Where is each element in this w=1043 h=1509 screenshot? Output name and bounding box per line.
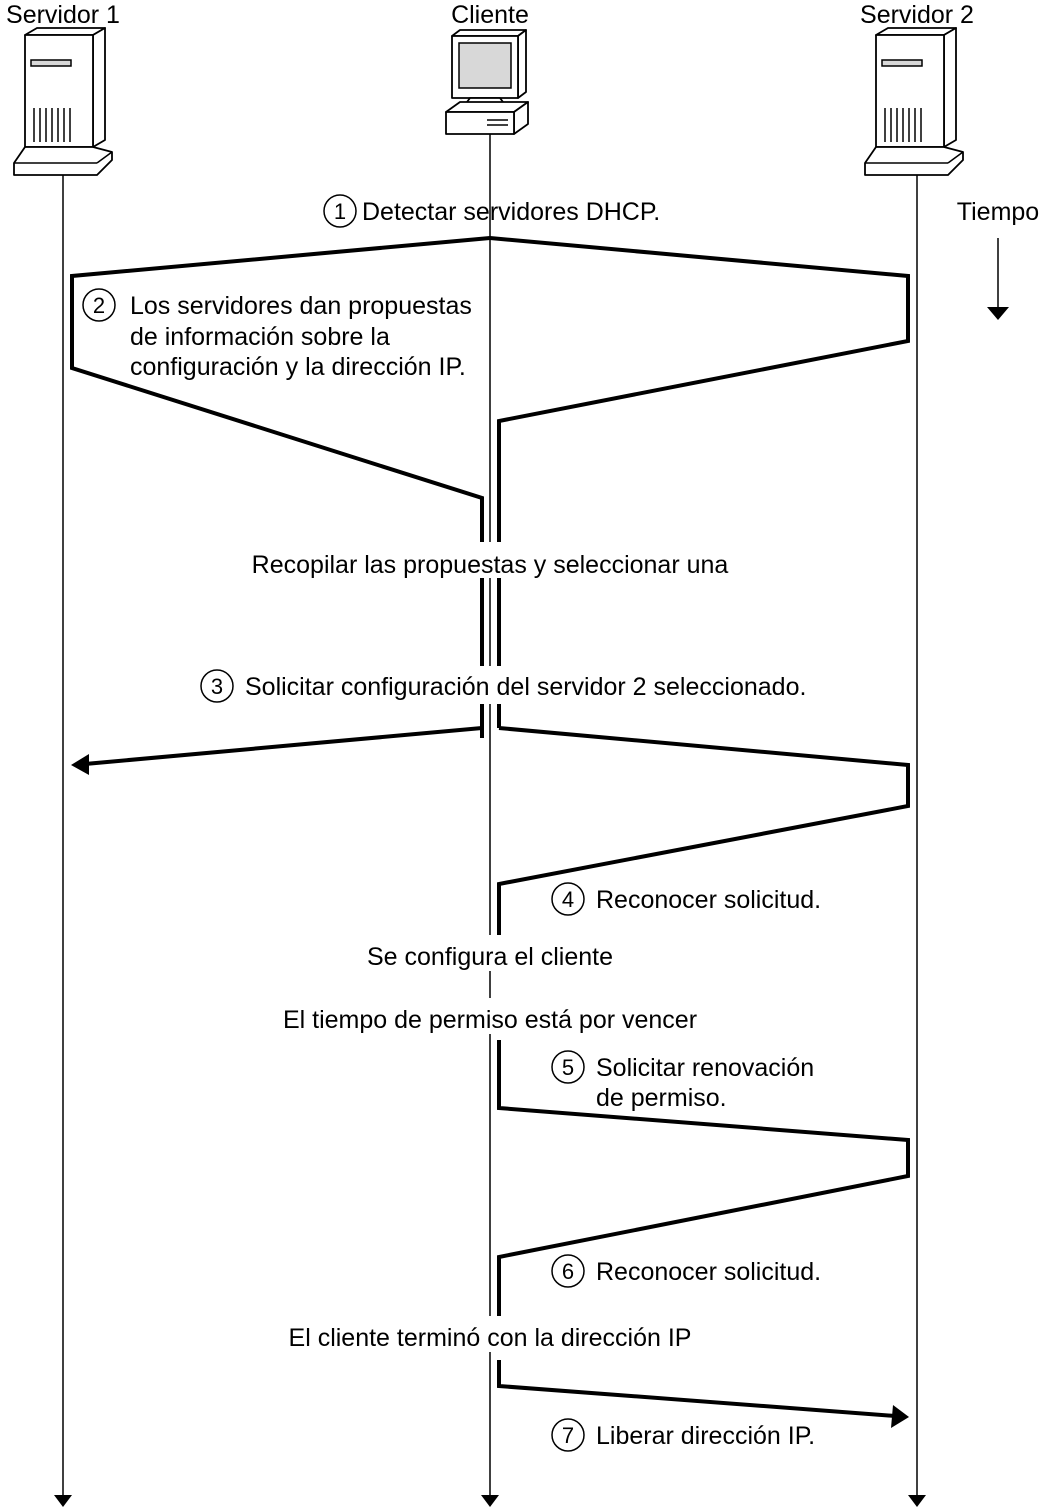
arrow-down-icon — [481, 1495, 499, 1507]
step-text: Reconocer solicitud. — [596, 1258, 821, 1286]
offer-path-server2 — [489, 236, 910, 728]
step-6: 6 Reconocer solicitud. — [551, 1254, 821, 1288]
time-label: Tiempo — [957, 198, 1039, 226]
actor-label-client: Cliente — [451, 1, 529, 29]
step-2: 2 Los servidores dan propuestas de infor… — [82, 288, 472, 381]
step-number: 4 — [562, 887, 574, 912]
event-finished: El cliente terminó con la dirección IP — [268, 1316, 712, 1352]
arrow-down-icon — [908, 1495, 926, 1507]
release-path — [497, 1360, 896, 1418]
step-number: 1 — [334, 199, 346, 224]
step-text: Solicitar configuración del servidor 2 s… — [245, 673, 806, 701]
desktop-computer-icon — [445, 29, 529, 135]
step-text-line: Los servidores dan propuestas — [130, 292, 472, 320]
event-expiring: El tiempo de permiso está por vencer — [262, 998, 718, 1034]
arrow-left-icon — [71, 754, 89, 775]
svg-text:Se configura el cliente: Se configura el cliente — [367, 943, 613, 971]
actor-label-server1: Servidor 1 — [6, 1, 120, 29]
step-number: 6 — [562, 1259, 574, 1284]
step-5: 5 Solicitar renovación de permiso. — [551, 1050, 814, 1112]
step-text-line: Solicitar renovación — [596, 1054, 814, 1082]
step-3: 3 Solicitar configuración del servidor 2… — [196, 666, 856, 704]
step-1: 1 Detectar servidores DHCP. — [323, 194, 660, 228]
arrow-right-icon — [891, 1405, 909, 1428]
step-text-line: de información sobre la — [130, 323, 390, 351]
step-number: 7 — [562, 1423, 574, 1448]
step-7: 7 Liberar dirección IP. — [551, 1418, 815, 1452]
arrow-down-icon — [54, 1495, 72, 1507]
step-text-line: de permiso. — [596, 1084, 727, 1112]
step-text: Detectar servidores DHCP. — [362, 198, 660, 226]
request-ack-server2 — [497, 726, 910, 950]
server-tower-icon — [13, 27, 113, 176]
step-4: 4 Reconocer solicitud. — [551, 882, 821, 916]
svg-text:Recopilar las propuestas y sel: Recopilar las propuestas y seleccionar u… — [252, 551, 729, 579]
step-text: Reconocer solicitud. — [596, 886, 821, 914]
actor-label-server2: Servidor 2 — [860, 1, 974, 29]
request-to-server1 — [84, 726, 483, 766]
svg-text:El tiempo de permiso está por: El tiempo de permiso está por vencer — [283, 1006, 697, 1034]
server-tower-icon — [864, 27, 964, 176]
step-text-line: configuración y la dirección IP. — [130, 353, 466, 381]
step-text: Liberar dirección IP. — [596, 1422, 815, 1450]
step-number: 5 — [562, 1055, 574, 1080]
arrow-down-icon — [987, 307, 1009, 320]
event-collect: Recopilar las propuestas y seleccionar u… — [228, 542, 753, 579]
renewal-path — [497, 1040, 910, 1324]
event-configured: Se configura el cliente — [352, 935, 628, 971]
svg-text:El cliente terminó con la dire: El cliente terminó con la dirección IP — [289, 1324, 692, 1352]
step-number: 2 — [93, 293, 105, 318]
step-number: 3 — [211, 674, 223, 699]
